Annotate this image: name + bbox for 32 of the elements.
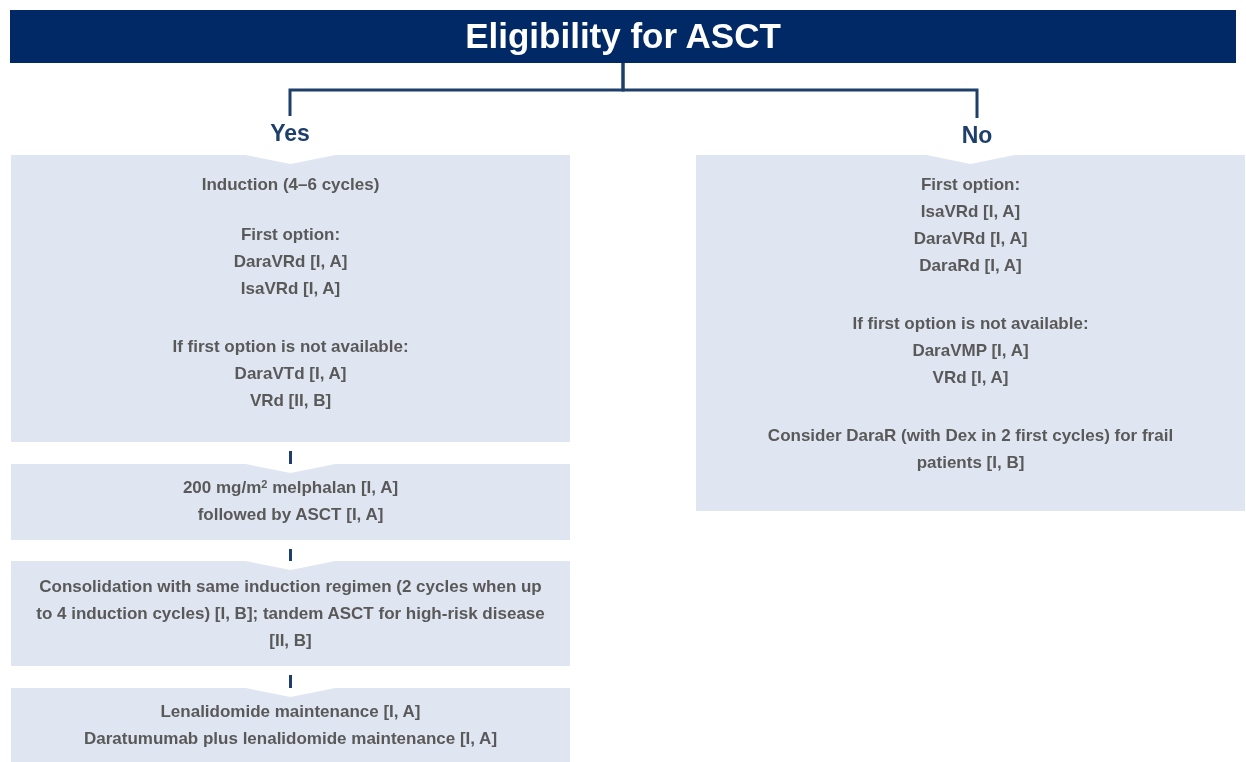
step-text: First option: bbox=[920, 174, 1021, 196]
title-banner: Eligibility for ASCT bbox=[10, 10, 1236, 63]
step-text: DaraVTd [I, A] bbox=[234, 363, 347, 385]
step-text: Consolidation with same induction regimen (2 cycles when up to 4 induction cycles) [I, B]; tandem ASCT for high-risk disease [II, B] bbox=[35, 576, 546, 652]
step-text: Induction (4–6 cycles) bbox=[201, 174, 380, 196]
step-text: First option: bbox=[240, 224, 341, 246]
step-text: IsaVRd [I, A] bbox=[240, 278, 341, 300]
step-text: DaraVMP [I, A] bbox=[912, 340, 1029, 362]
step-box bbox=[11, 561, 570, 666]
step-text: IsaVRd [I, A] bbox=[920, 201, 1021, 223]
branch-label: Yes bbox=[250, 116, 330, 150]
step-box bbox=[11, 464, 570, 540]
step-text: Daratumumab plus lenalidomide maintenance [I, A] bbox=[83, 728, 498, 750]
connector-line bbox=[289, 549, 292, 561]
step-text: DaraRd [I, A] bbox=[919, 255, 1022, 277]
branch-label: No bbox=[937, 118, 1017, 152]
step-text: DaraVRd [I, A] bbox=[233, 251, 348, 273]
connector-line bbox=[289, 675, 292, 688]
step-text: Lenalidomide maintenance [I, A] bbox=[160, 701, 421, 723]
step-box bbox=[11, 688, 570, 762]
connector-line bbox=[289, 451, 292, 464]
step-text: DaraVRd [I, A] bbox=[913, 228, 1028, 250]
step-box bbox=[696, 155, 1245, 511]
step-text: If first option is not available: bbox=[172, 336, 409, 358]
step-text: followed by ASCT [I, A] bbox=[197, 504, 384, 526]
step-text: VRd [II, B] bbox=[249, 390, 332, 412]
step-text: Consider DaraR (with Dex in 2 first cycles) for frail patients [I, B] bbox=[766, 425, 1175, 474]
step-text: VRd [I, A] bbox=[932, 367, 1009, 389]
connector-line bbox=[621, 63, 979, 118]
step-box bbox=[11, 155, 570, 442]
step-text: If first option is not available: bbox=[852, 313, 1089, 335]
step-text: 200 mg/m$^{2}$ melphalan [I, A] bbox=[182, 476, 399, 499]
